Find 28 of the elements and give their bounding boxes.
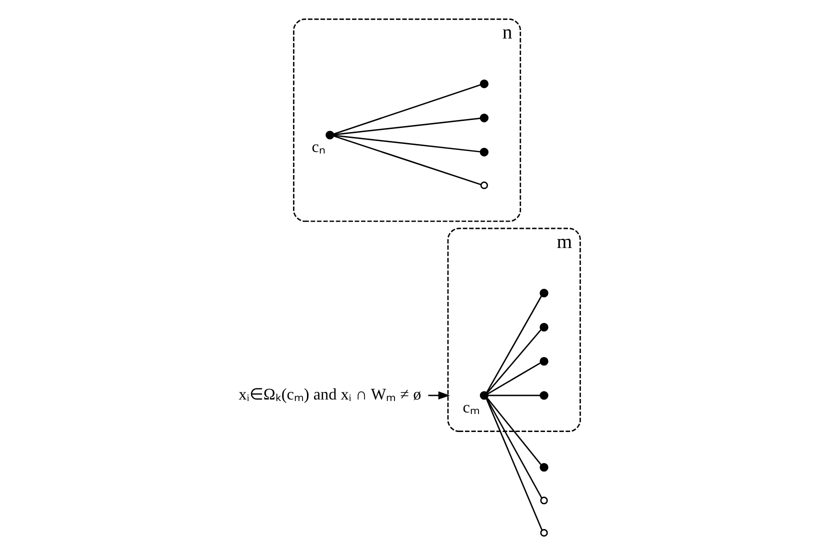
connector [488,362,541,394]
node-dot [540,462,548,472]
connector [486,329,542,394]
node-dot [326,130,334,140]
connector [488,394,540,396]
node-dot [540,357,548,366]
node-circle [480,182,488,190]
node-dot [540,391,548,400]
node-text: xᵢ∈Ωₖ(cₘ) and xᵢ ∩ Wₘ ≠ ø [238,386,422,404]
node-dot [540,322,548,332]
connector [486,296,542,393]
node-dot [480,148,489,156]
connector [334,118,480,136]
node-label: cₙ [312,138,326,156]
connector [486,398,543,530]
connector [486,398,542,465]
arrow [428,391,450,400]
node-label: cₘ [462,399,480,416]
connector [334,134,480,152]
node-circle [540,496,548,504]
node-dot [480,391,489,400]
node-dot [540,288,548,298]
connector [486,398,542,498]
connector [334,84,481,135]
node-dot [480,114,489,122]
node-circle [540,529,548,537]
connector [334,135,482,186]
node-dot [480,80,489,88]
